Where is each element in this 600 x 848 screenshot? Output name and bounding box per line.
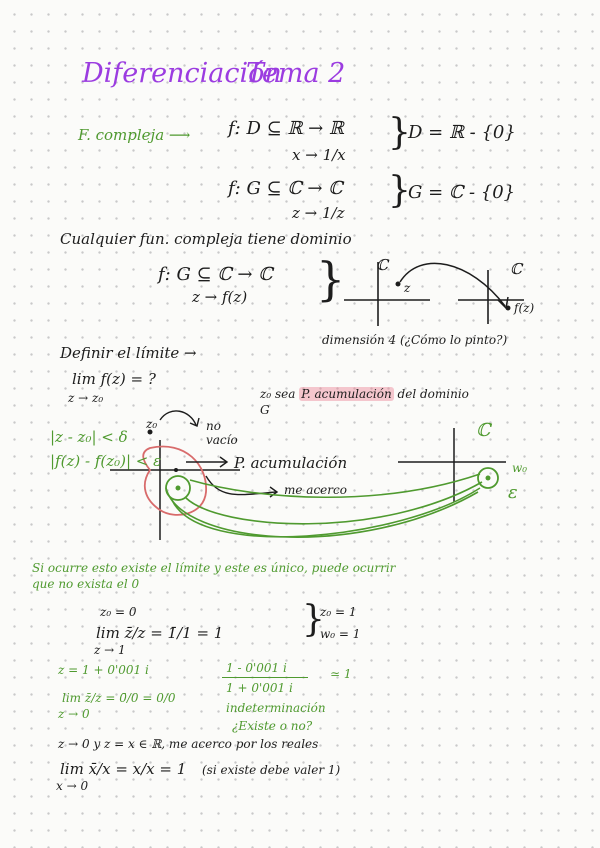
question-label: ¿Existe o no? — [232, 719, 313, 733]
conclusion-line1: Si ocurre esto existe el límite y este e… — [32, 561, 396, 575]
example-lim-sub: z → 1 — [94, 643, 126, 657]
brace-complex: } — [388, 170, 411, 211]
final-note: (si existe debe valer 1) — [202, 763, 341, 777]
green-frac-den: 1 + 0'001 i — [226, 681, 293, 695]
final-lim: lim x̄/x = x/x = 1 — [60, 760, 187, 778]
approach-label: me acerco — [284, 483, 347, 497]
limit-expr: lim f(z) = ? — [72, 370, 156, 388]
complex-function-map: z → 1/z — [292, 204, 345, 222]
page-subtitle: Tema 2 — [246, 58, 346, 89]
brace-real: } — [388, 112, 411, 153]
complex-domain: G = ℂ - {0} — [408, 182, 516, 203]
example-brace-2: w₀ = 1 — [320, 627, 361, 641]
epsilon-label: ε — [508, 482, 518, 503]
green-lim-sub: z → 0 — [58, 707, 90, 721]
sketch-plane-label: ℂ — [476, 420, 491, 441]
limit-sub: z → z₀ — [68, 391, 104, 405]
green-lim: lim z̄/z = 0̄/0 = 0/0 — [62, 691, 176, 705]
mapping-plane-left — [344, 262, 430, 326]
plane-label-right: ℂ — [510, 260, 522, 278]
green-z-eq: z = 1 + 0'001 i — [58, 663, 149, 677]
mapping-arrow — [399, 262, 506, 307]
point-z — [395, 281, 401, 287]
point-fz-label: f(z) — [514, 301, 535, 315]
accumulation-highlight: P. acumulación — [299, 387, 394, 401]
green-frac-bar — [222, 677, 308, 678]
not-empty-label-2: vacío — [206, 433, 238, 447]
flow-curves — [165, 473, 483, 538]
approach-reals: z → 0 y z = x ∈ ℝ, me acerco por los rea… — [58, 737, 319, 751]
conclusion-line2: que no exista el 0 — [32, 577, 140, 591]
example-brace: } — [302, 599, 325, 640]
w0-label: w₀ — [512, 461, 528, 475]
example-brace-1: z₀ = 1 — [320, 605, 357, 619]
page-title: Diferenciación — [82, 58, 282, 89]
mapping-def: f: G ⊆ ℂ → ℂ — [158, 264, 273, 285]
complex-function-label: F. compleja ⟶ — [78, 126, 191, 144]
mapping-plane-right — [458, 270, 524, 324]
complex-function-def: f: G ⊆ ℂ → ℂ — [228, 178, 343, 199]
accumulation-note: z₀ sea P. acumulación del dominio — [260, 387, 469, 401]
domain-note: Cualquier fun. compleja tiene dominio — [60, 230, 352, 248]
accumulation-set: G — [260, 403, 270, 417]
real-function-def: f: D ⊆ ℝ → ℝ — [228, 118, 344, 139]
z0-dot — [147, 429, 153, 435]
ineq-delta: |z - z₀| < δ — [50, 428, 128, 446]
not-empty-label-1: no — [206, 419, 221, 433]
ineq-epsilon: |f(z) - f(z₀)| < ε — [50, 452, 162, 470]
mapping-brace: } — [316, 252, 346, 306]
z0-label: z₀ — [146, 417, 158, 431]
example-z0: z₀ = 0 — [100, 605, 137, 619]
point-z-label: z — [404, 281, 411, 295]
green-frac-num: 1 - 0'001 i — [226, 661, 287, 675]
real-domain: D = ℝ - {0} — [408, 122, 516, 143]
red-region — [142, 445, 207, 516]
point-fz — [505, 305, 511, 311]
acc-point-label: P. acumulación — [234, 454, 348, 472]
real-function-map: x → 1/x — [292, 146, 346, 164]
indeterminate-label: indeterminación — [226, 701, 326, 715]
green-approx: ≃ 1 — [330, 667, 352, 681]
dimension-note: dimensión 4 (¿Cómo lo pinto?) — [322, 333, 508, 347]
limit-heading: Definir el límite → — [60, 344, 197, 362]
final-lim-sub: x → 0 — [56, 779, 89, 793]
sketch-plane-right — [398, 428, 506, 502]
target-disk — [477, 467, 499, 489]
plane-label-left: ℂ — [376, 256, 388, 274]
mapping-map: z → f(z) — [192, 288, 248, 306]
example-lim: lim z̄/z = 1̄/1 = 1 — [96, 624, 224, 642]
